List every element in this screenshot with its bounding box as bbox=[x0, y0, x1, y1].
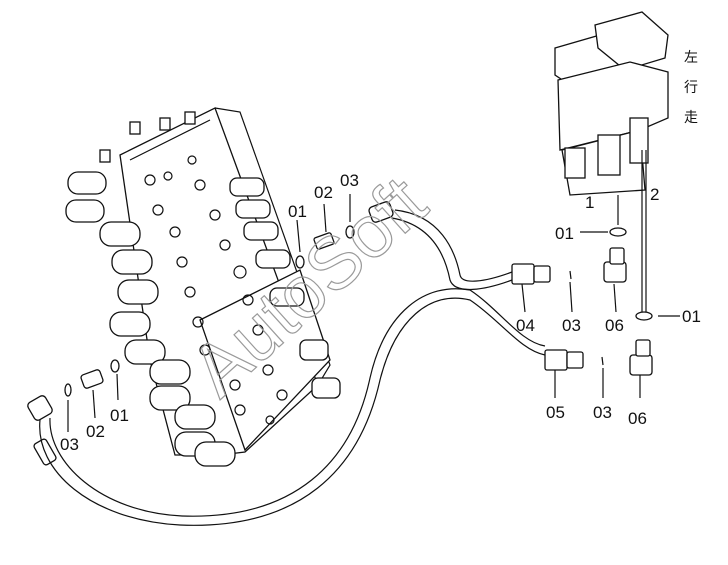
valve-upper-fittings bbox=[295, 201, 394, 269]
callout-valve-03: 03 bbox=[340, 171, 359, 190]
travel-pedal-assembly bbox=[554, 11, 669, 321]
callout-valve-02: 02 bbox=[314, 183, 333, 202]
pedal-caption-char-2: 行 bbox=[684, 80, 698, 96]
valve-top-bolts bbox=[99, 111, 196, 163]
callout-leaders bbox=[67, 194, 680, 432]
callout-pedal-2: 2 bbox=[650, 185, 659, 204]
elbow-fittings bbox=[603, 247, 653, 376]
callout-pedal-1: 1 bbox=[585, 193, 594, 212]
callout-mid-03a: 03 bbox=[562, 316, 581, 335]
callout-elbow-06b: 06 bbox=[628, 409, 647, 428]
callout-left-02: 02 bbox=[86, 422, 105, 441]
control-valve-assembly bbox=[65, 107, 341, 467]
callout-left-01: 01 bbox=[110, 406, 129, 425]
valve-face-holes bbox=[144, 155, 288, 425]
callout-left-03: 03 bbox=[60, 435, 79, 454]
callout-hose-04: 04 bbox=[516, 316, 535, 335]
callout-mid-03b: 03 bbox=[593, 403, 612, 422]
hose-lines bbox=[39, 209, 546, 526]
valve-spools-left bbox=[65, 171, 236, 467]
callout-hose-05: 05 bbox=[546, 403, 565, 422]
pedal-caption-char-1: 左 bbox=[684, 50, 698, 66]
callout-right-01: 01 bbox=[682, 307, 701, 326]
hose-end-fittings bbox=[511, 263, 604, 371]
pedal-caption-char-3: 走 bbox=[684, 110, 698, 126]
callout-elbow-06a: 06 bbox=[605, 316, 624, 335]
valve-fittings-right bbox=[229, 177, 341, 399]
callout-valve-01: 01 bbox=[288, 202, 307, 221]
callout-mid-01: 01 bbox=[555, 224, 574, 243]
